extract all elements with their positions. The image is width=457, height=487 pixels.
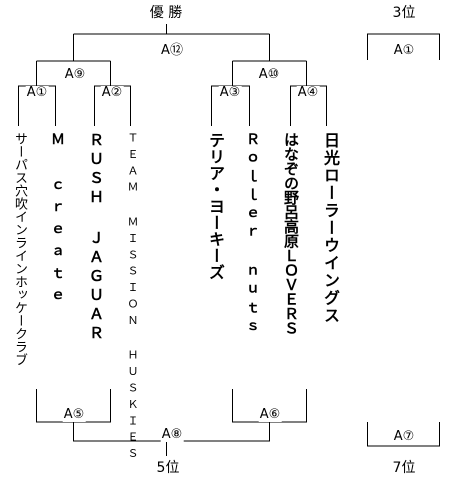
team-name-1: サーパス穴吹インラインホッケークラブ [12,132,27,366]
fifth-place-heading: 5位 [156,460,180,476]
match-label-a8: A⑧ [160,427,184,442]
match-label-third: A① [392,43,416,58]
match-label-a4: A④ [296,85,320,100]
match-label-a6: A⑥ [258,407,282,422]
match-label-a3: A③ [218,85,242,100]
match-label-a7: A⑦ [392,429,416,444]
third-place-heading: 3位 [392,5,416,21]
champion-heading: 優 勝 [149,5,183,21]
match-label-a2: A② [100,85,124,100]
team-name-6: Ｒｏｌｌｅｒ ｎｕｔｓ [244,132,260,338]
line-third [367,33,440,60]
team-name-4: ＴＥＡＭ ＭＩＳＳＩＯＮ ＨＵＳＫＩＥＳ [126,132,139,464]
match-label-a10: A⑩ [257,67,281,82]
match-label-a12: A⑫ [160,43,184,58]
match-label-a5: A⑤ [62,407,86,422]
team-name-3: ＲＵＳＨ ＪＡＧＵＡＲ [87,132,105,344]
team-name-5: テリア・ヨーキーズ [206,132,225,281]
match-label-a9: A⑨ [63,67,87,82]
seventh-place-heading: 7位 [392,460,416,476]
line-seventh [367,422,440,447]
team-name-7: はなぞの野呂高原ＬＯＶＥＲＳ [282,132,300,335]
team-name-2: Ｍ ｃｒｅａｔｅ [49,132,65,310]
match-label-a1: A① [25,85,49,100]
team-name-8: 日光ローラーウイングス [321,132,340,325]
